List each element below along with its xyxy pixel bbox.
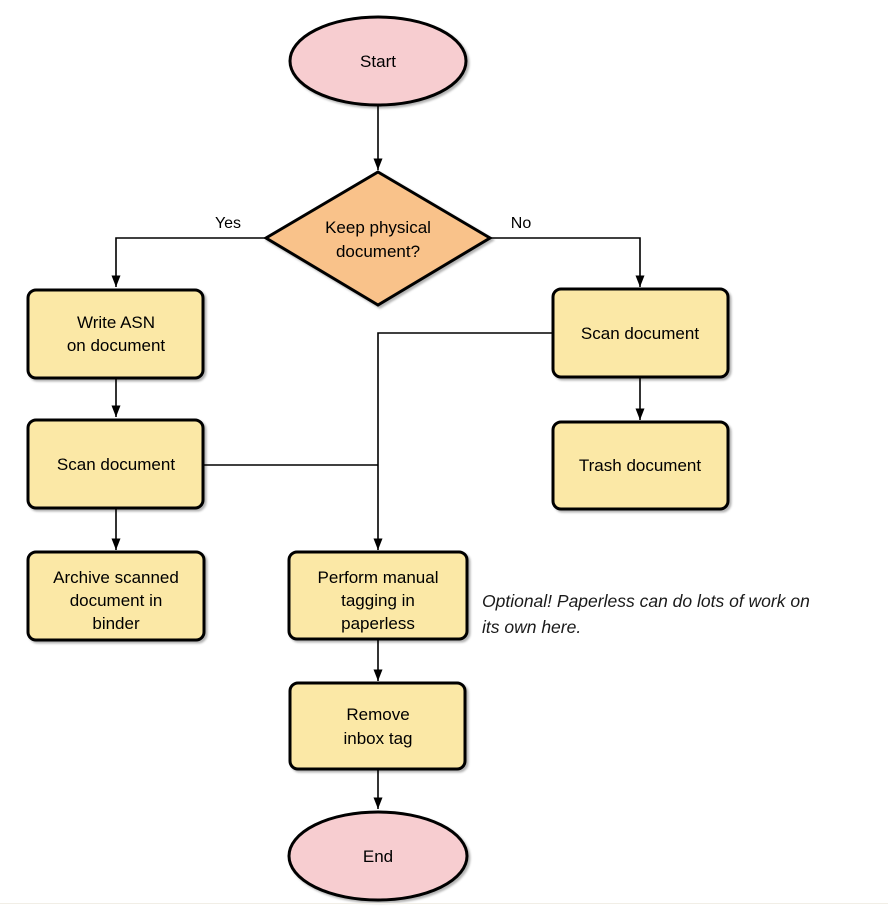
archive-label-line3: binder [92,614,140,633]
node-write-asn: Write ASN on document [26,288,205,380]
annotation-optional: Optional! Paperless can do lots of work … [482,591,810,637]
node-tagging: Perform manual tagging in paperless [287,550,469,641]
tagging-label-line1: Perform manual [318,568,439,587]
tagging-label-line2: tagging in [341,591,415,610]
annotation-line2: its own here. [482,617,581,637]
node-decision: Keep physical document? [263,170,493,307]
scan-right-label: Scan document [581,324,699,343]
decision-label-line1: Keep physical [325,218,431,237]
edge-label-no: No [511,215,532,232]
node-scan-right: Scan document [551,287,730,379]
archive-process-shape [26,550,206,642]
node-remove-inbox: Remove inbox tag [288,681,467,771]
remove-inbox-process-shape [288,681,467,771]
trash-label: Trash document [579,456,701,475]
start-label: Start [360,52,396,71]
trash-process-shape [551,420,730,511]
edges [111,105,645,809]
decision-label-line2: document? [336,242,420,261]
end-terminator-shape [287,810,469,902]
remove-inbox-label-line1: Remove [346,705,409,724]
start-terminator-shape [288,15,468,107]
annotation-line1: Optional! Paperless can do lots of work … [482,591,810,611]
scan-left-process-shape [26,418,205,510]
scan-right-process-shape [551,287,730,379]
write-asn-label-line2: on document [67,336,166,355]
decision-diamond-shape [263,170,493,307]
tagging-label-line3: paperless [341,614,415,633]
write-asn-label-line1: Write ASN [77,313,155,332]
archive-label-line2: document in [70,591,163,610]
scan-left-label: Scan document [57,455,175,474]
edge-decision-yes-to-write-asn [111,237,266,287]
remove-inbox-label-line2: inbox tag [344,729,413,748]
end-label: End [363,847,393,866]
edge-label-yes: Yes [215,215,241,232]
node-scan-left: Scan document [26,418,205,510]
write-asn-process-shape [26,288,205,380]
node-start: Start [288,15,468,107]
edge-decision-no-to-scan-right [490,237,645,287]
node-trash: Trash document [551,420,730,511]
tagging-process-shape [287,550,469,641]
node-archive: Archive scanned document in binder [26,550,206,642]
node-end: End [287,810,469,902]
archive-label-line1: Archive scanned [53,568,179,587]
edge-scan-right-to-tagging [373,332,553,550]
